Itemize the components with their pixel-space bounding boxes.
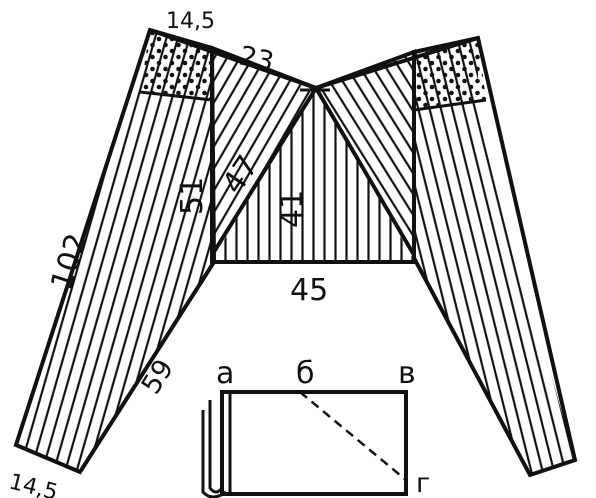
dim-leg-bottom: 14,5 [7, 470, 61, 498]
dim-left-inner: 51 [175, 177, 210, 215]
fold-hem-curve [208, 392, 224, 494]
dim-bottom: 45 [290, 273, 328, 308]
right-dotted-waistband [413, 38, 487, 112]
fold-label-v: в [398, 356, 416, 391]
fold-schematic [201, 390, 408, 498]
fold-label-b: б [296, 356, 315, 391]
dim-center: 41 [275, 190, 310, 228]
dim-top-mid: 23 [237, 41, 277, 78]
left-leg-strip [13, 27, 217, 475]
center-outline [149, 28, 479, 264]
fold-diagonal-line [299, 391, 407, 481]
fold-label-g: г [416, 468, 430, 498]
fold-label-a: a [216, 356, 234, 391]
center-panel [212, 88, 414, 260]
left-dotted-waistband [139, 30, 213, 102]
dim-top-left: 14,5 [166, 9, 215, 34]
